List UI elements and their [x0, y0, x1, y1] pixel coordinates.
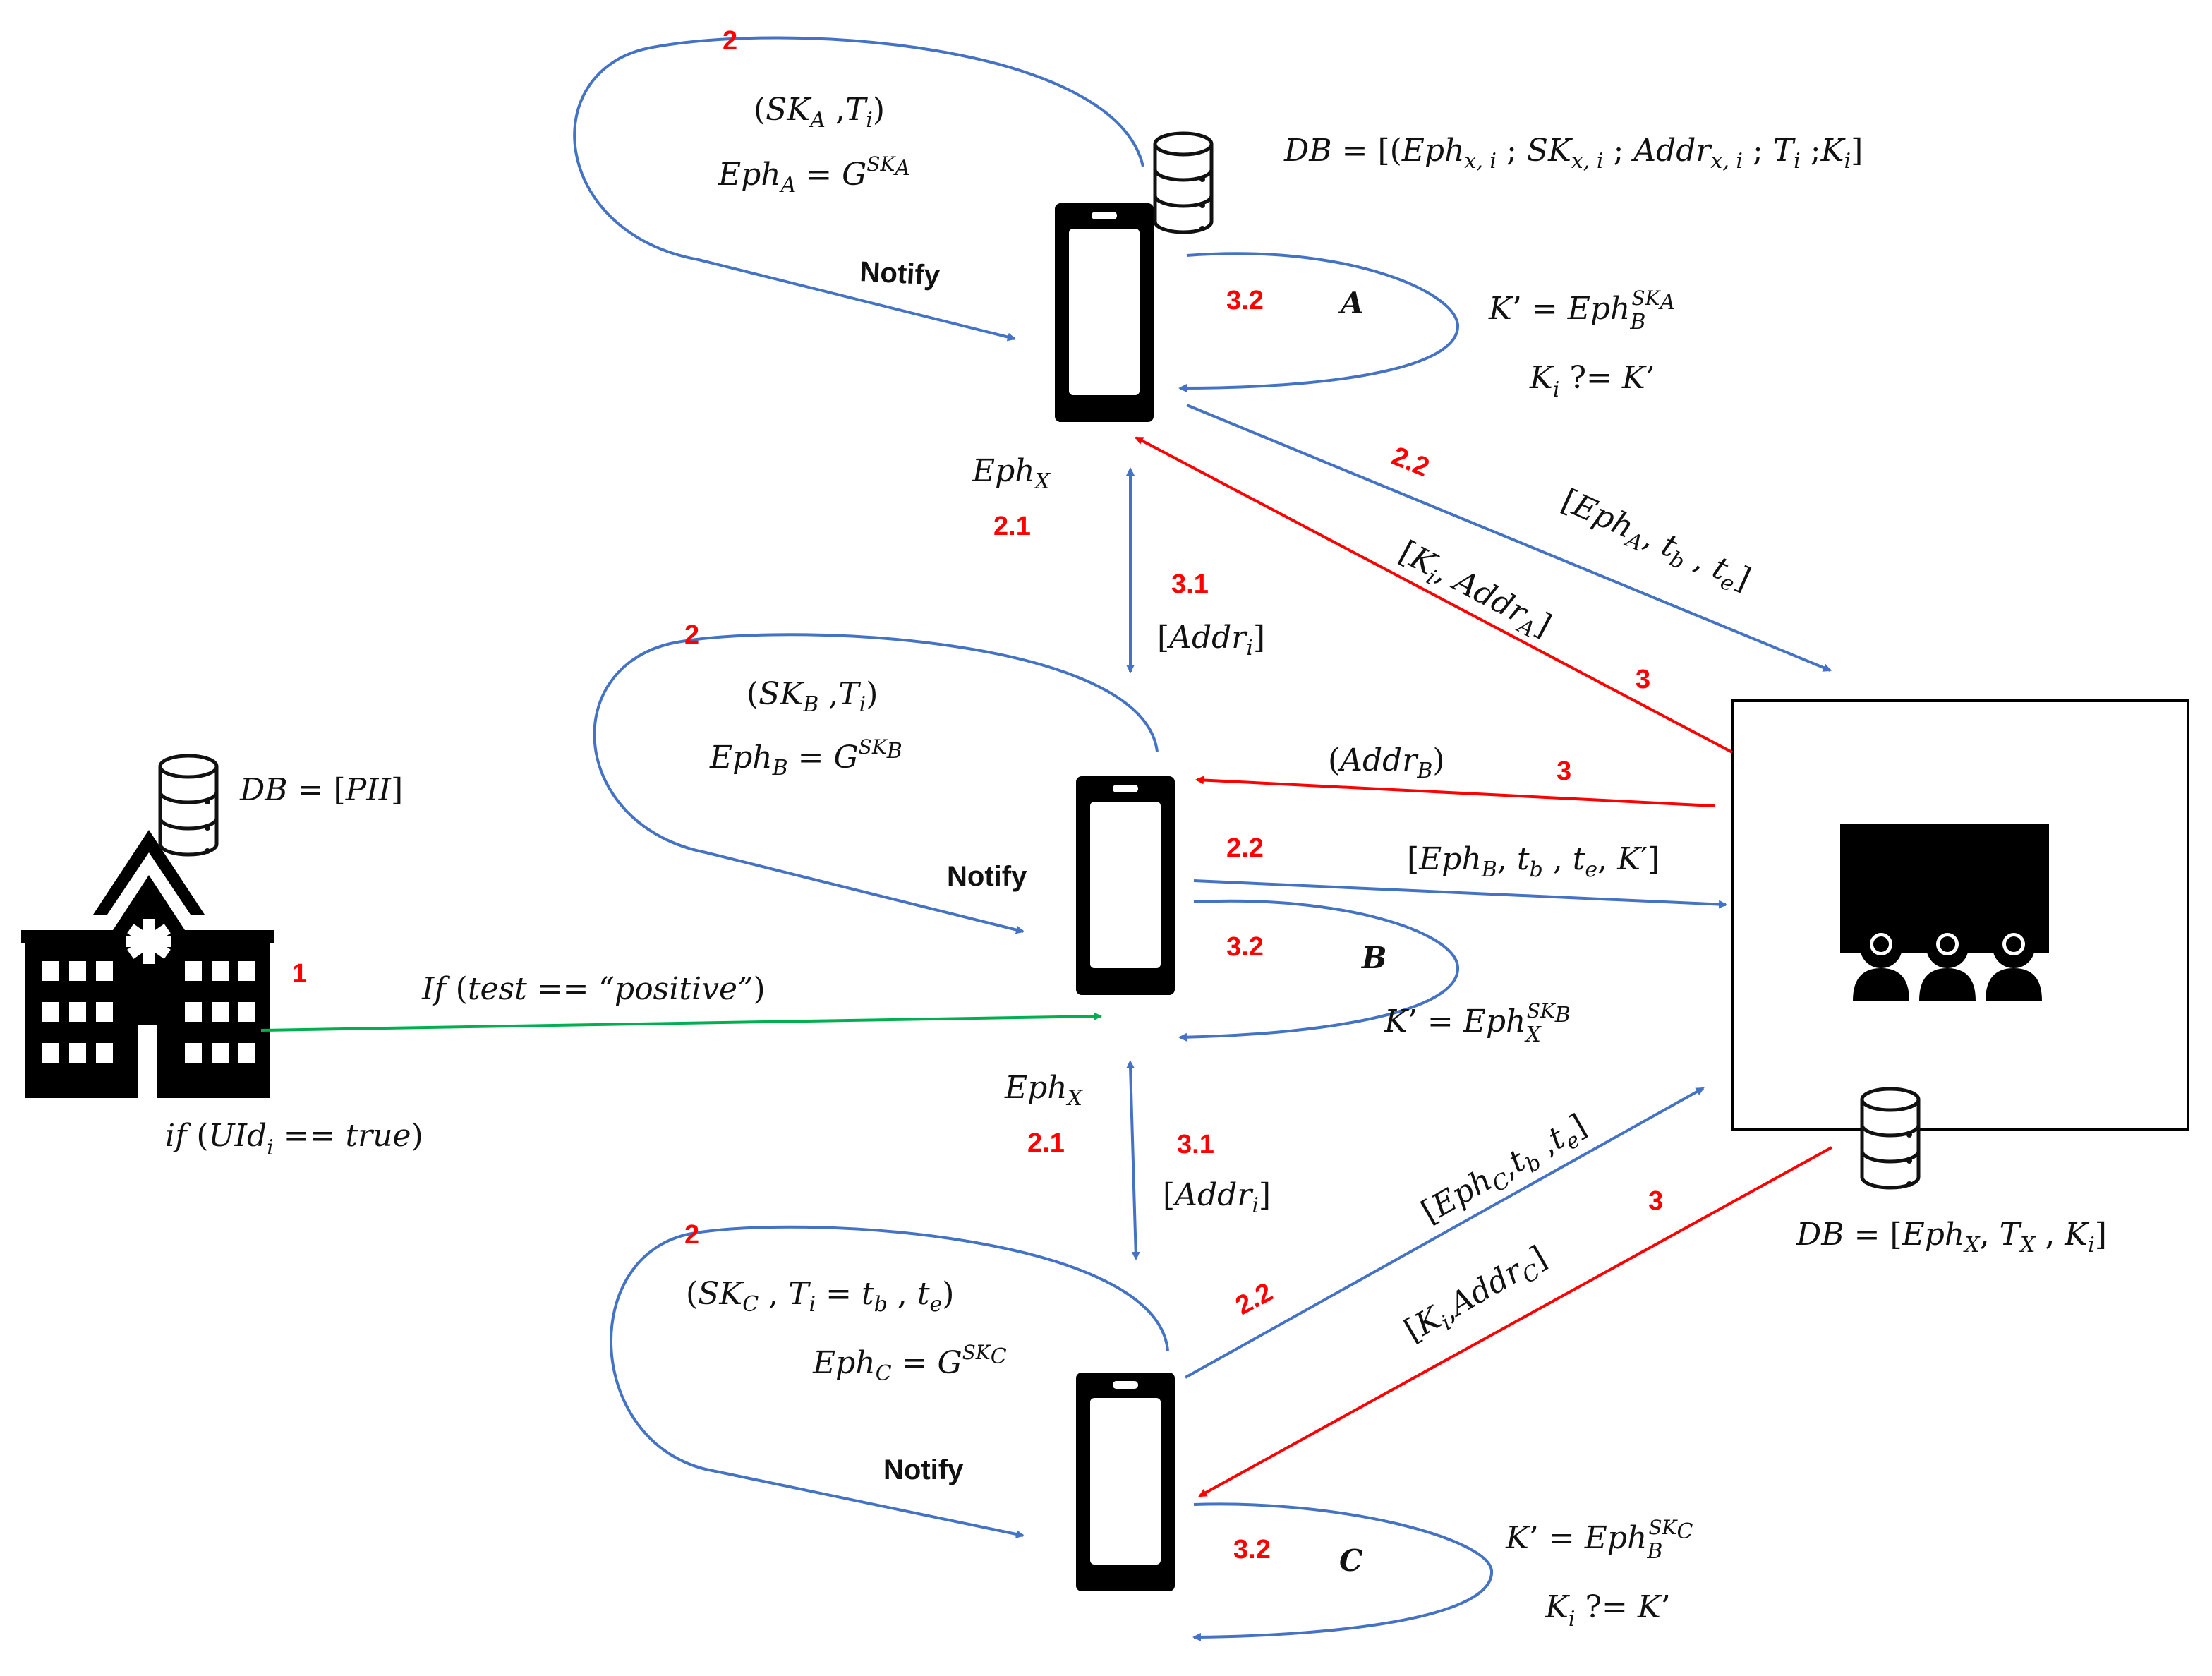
arrow-hospital-to-b: [260, 1012, 1102, 1032]
label-ska-ti: (SKA ,Ti): [754, 92, 885, 133]
label-kprime-b: K’ = EphXSKB: [1384, 999, 1571, 1047]
arrow-venue-to-a: [1135, 436, 1733, 754]
step-22-a: 2.2: [1388, 441, 1434, 483]
label-ki-check-c: Ki ?= K’: [1545, 1589, 1671, 1632]
audience-screen-icon: [1840, 824, 2049, 1001]
step-32-c: 3.2: [1233, 1535, 1271, 1565]
label-ki-addr-c: [Ki,AddrC]: [1398, 1239, 1555, 1354]
loop-c-verify: [1192, 1502, 1494, 1641]
arrow-b-to-venue: [1193, 879, 1727, 909]
label-skb-ti: (SKB ,Ti): [747, 676, 878, 717]
label-eph-b-def: EphB = GSKB: [709, 735, 902, 780]
node-label-a: A: [1338, 286, 1364, 320]
step-2-b: 2: [684, 620, 699, 650]
arrow-b-c: [1126, 1060, 1140, 1260]
loop-a-self: [573, 36, 1144, 342]
label-eph-x-a: EphX: [972, 453, 1051, 494]
arrow-venue-to-c: [1198, 1146, 1832, 1497]
step-22-c: 2.2: [1231, 1277, 1278, 1321]
loop-b-verify: [1178, 899, 1460, 1042]
label-ki-addr-a: [Ki, AddrA]: [1391, 534, 1557, 649]
notify-label-c: Notify: [883, 1454, 964, 1485]
label-addr-b: (AddrB): [1328, 742, 1445, 783]
step-21-a: 2.1: [993, 512, 1031, 541]
notify-label-b: Notify: [947, 861, 1027, 892]
phone-a-database-icon: [1155, 133, 1211, 232]
label-eph-c-def: EphC = GSKC: [812, 1341, 1007, 1386]
label-eph-a-def: EphA = GSKA: [718, 152, 910, 198]
step-31-a: 3.1: [1171, 569, 1209, 599]
node-label-c: C: [1339, 1543, 1363, 1578]
label-addr-i-bc: [Addri]: [1163, 1177, 1271, 1218]
label-hospital-db: DB = [PII]: [239, 772, 403, 808]
step-22-b: 2.2: [1226, 833, 1264, 863]
label-eph-c-tb-te: [EphC,tb ,te]: [1415, 1107, 1595, 1234]
label-addr-i-ab: [Addri]: [1157, 620, 1265, 661]
step-3-c: 3: [1648, 1186, 1663, 1216]
step-2-c: 2: [684, 1220, 699, 1250]
step-32-a: 3.2: [1226, 286, 1264, 315]
loop-a-verify: [1178, 252, 1460, 392]
smartphone-b-icon: [1076, 776, 1175, 995]
label-eph-x-b: EphX: [1004, 1070, 1084, 1111]
step-3-b: 3: [1557, 756, 1571, 786]
label-ki-check-a: Ki ?= K’: [1529, 360, 1655, 402]
step-1: 1: [292, 959, 307, 989]
arrow-venue-to-b: [1195, 776, 1715, 807]
label-skc-ti: (SKC , Ti = tb , te): [686, 1276, 954, 1317]
arrow-c-to-venue: [1185, 1087, 1705, 1379]
step-21-b: 2.1: [1027, 1128, 1065, 1158]
loop-b-self: [593, 633, 1159, 934]
label-if-test-positive: If (test == “positive”): [421, 971, 766, 1007]
step-32-b: 3.2: [1226, 932, 1264, 962]
step-2-a: 2: [723, 26, 737, 56]
label-phone-db: DB = [(Ephx, i ; SKx, i ; Addrx, i ; Ti …: [1283, 133, 1863, 174]
label-eph-a-tb-te: [EphA, tb , te]: [1554, 482, 1756, 602]
smartphone-a-icon: [1055, 203, 1154, 422]
label-kprime-c: K’ = EphBSKC: [1505, 1516, 1693, 1564]
step-3-a: 3: [1636, 665, 1650, 694]
label-kprime-a: K’ = EphBSKA: [1488, 287, 1675, 334]
node-label-b: B: [1361, 941, 1387, 975]
hospital-database-icon: [160, 756, 217, 855]
hospital-icon: [21, 830, 274, 1098]
loop-c-self: [609, 1225, 1169, 1538]
arrow-a-to-venue: [1186, 404, 1832, 672]
label-if-uid-true: if (UIdi == true): [165, 1118, 423, 1160]
smartphone-c-icon: [1076, 1373, 1175, 1591]
label-venue-db: DB = [EphX, TX , Ki]: [1796, 1217, 2107, 1258]
notify-label-a: Notify: [859, 256, 941, 291]
step-31-b: 3.1: [1177, 1130, 1214, 1159]
label-eph-b-tb-te-k: [EphB, tb , te, K′]: [1407, 841, 1660, 882]
venue-database-icon: [1862, 1089, 1918, 1188]
